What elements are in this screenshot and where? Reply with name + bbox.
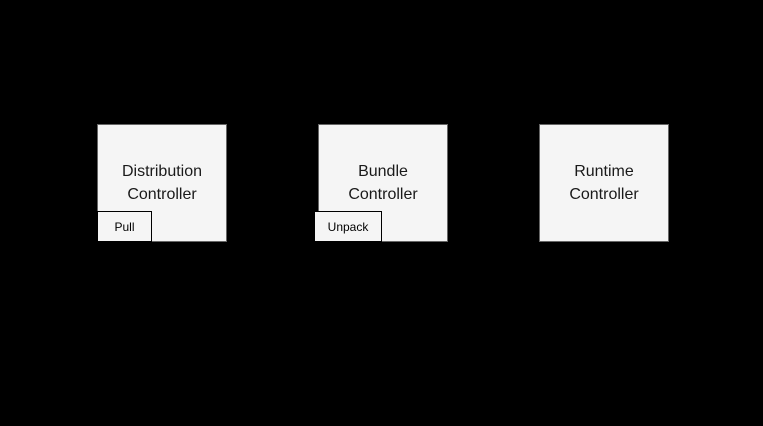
- unpack-action-label: Unpack: [327, 219, 369, 234]
- node-runtime-controller: Runtime Controller: [539, 124, 669, 242]
- pull-action-label: Pull: [114, 219, 135, 234]
- node-label: Distribution Controller: [121, 163, 203, 203]
- unpack-action-box: Unpack: [314, 211, 382, 242]
- node-label: Runtime Controller: [569, 163, 639, 203]
- pull-action-box: Pull: [97, 211, 152, 242]
- node-label: Bundle Controller: [348, 163, 418, 203]
- node-distribution-controller: Distribution Controller Pull: [97, 124, 227, 242]
- node-bundle-controller: Bundle Controller Unpack: [314, 124, 448, 242]
